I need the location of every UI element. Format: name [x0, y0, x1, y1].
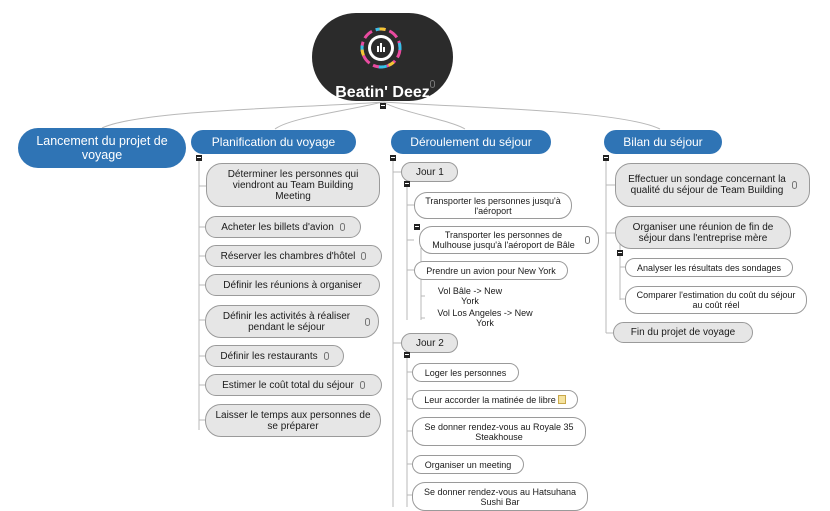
jour2-item[interactable]: Loger les personnes	[412, 363, 519, 382]
planification-item[interactable]: Définir les réunions à organiser	[205, 274, 380, 296]
bilan-collapse-toggle[interactable]	[603, 155, 609, 161]
day-node-jour2[interactable]: Jour 2	[401, 333, 458, 353]
bilan-item[interactable]: Effectuer un sondage concernant la quali…	[615, 163, 810, 207]
attachment-icon[interactable]	[365, 317, 370, 326]
jour2-collapse-toggle[interactable]	[404, 352, 410, 358]
jour1-collapse-toggle[interactable]	[404, 181, 410, 187]
day-node-jour1[interactable]: Jour 1	[401, 162, 458, 182]
bilan-sub-item[interactable]: Analyser les résultats des sondages	[625, 258, 793, 277]
attachment-icon[interactable]	[585, 236, 590, 244]
jour1-item[interactable]: Prendre un avion pour New York	[414, 261, 568, 280]
jour1-leaf[interactable]: Vol Los Angeles -> New York	[437, 308, 533, 328]
jour1-sub-collapse-toggle[interactable]	[414, 224, 420, 230]
planification-collapse-toggle[interactable]	[196, 155, 202, 161]
attachment-icon[interactable]	[359, 381, 365, 389]
attachment-icon[interactable]	[361, 252, 367, 260]
planification-item[interactable]: Définir les activités à réaliser pendant…	[205, 305, 379, 338]
branch-deroulement-label: Déroulement du séjour	[410, 135, 532, 149]
bilan-sub-collapse-toggle[interactable]	[617, 250, 623, 256]
attachment-icon[interactable]	[339, 223, 345, 231]
bilan-item[interactable]: Organiser une réunion de fin de séjour d…	[615, 216, 791, 249]
deroulement-collapse-toggle[interactable]	[390, 155, 396, 161]
jour1-leaf[interactable]: Vol Bâle -> New York	[437, 286, 503, 306]
jour2-item[interactable]: Organiser un meeting	[412, 455, 524, 474]
branch-bilan-label: Bilan du séjour	[623, 135, 703, 149]
attachment-icon[interactable]	[792, 181, 797, 189]
planification-item[interactable]: Définir les restaurants	[205, 345, 344, 367]
branch-planification[interactable]: Planification du voyage	[191, 130, 356, 154]
planification-item[interactable]: Réserver les chambres d'hôtel	[205, 245, 382, 267]
branch-bilan[interactable]: Bilan du séjour	[604, 130, 722, 154]
bilan-sub-item[interactable]: Comparer l'estimation du coût du séjour …	[625, 286, 807, 314]
jour2-item[interactable]: Leur accorder la matinée de libre	[412, 390, 578, 409]
branch-lancement[interactable]: Lancement du projet de voyage	[18, 128, 186, 168]
root-title: Beatin' Deez	[335, 84, 430, 101]
attachment-icon[interactable]	[430, 80, 435, 88]
note-icon[interactable]	[557, 395, 566, 404]
bilan-item[interactable]: Fin du projet de voyage	[613, 322, 753, 343]
root-collapse-toggle[interactable]	[380, 103, 386, 109]
branch-deroulement[interactable]: Déroulement du séjour	[391, 130, 551, 154]
jour1-item[interactable]: Transporter les personnes jusqu'à l'aéro…	[414, 192, 572, 219]
branch-planification-label: Planification du voyage	[211, 135, 336, 149]
attachment-icon[interactable]	[323, 352, 329, 360]
planification-item[interactable]: Laisser le temps aux personnes de se pré…	[205, 404, 381, 437]
jour1-item[interactable]: Transporter les personnes de Mulhouse ju…	[419, 226, 599, 254]
branch-lancement-label: Lancement du projet de voyage	[36, 134, 168, 162]
chart-bars-logo-icon	[360, 27, 402, 69]
planification-item[interactable]: Estimer le coût total du séjour	[205, 374, 382, 396]
jour2-item[interactable]: Se donner rendez-vous au Royale 35 Steak…	[412, 417, 586, 446]
jour2-item[interactable]: Se donner rendez-vous au Hatsuhana Sushi…	[412, 482, 588, 511]
planification-item[interactable]: Déterminer les personnes qui viendront a…	[206, 163, 380, 207]
planification-item[interactable]: Acheter les billets d'avion	[205, 216, 361, 238]
